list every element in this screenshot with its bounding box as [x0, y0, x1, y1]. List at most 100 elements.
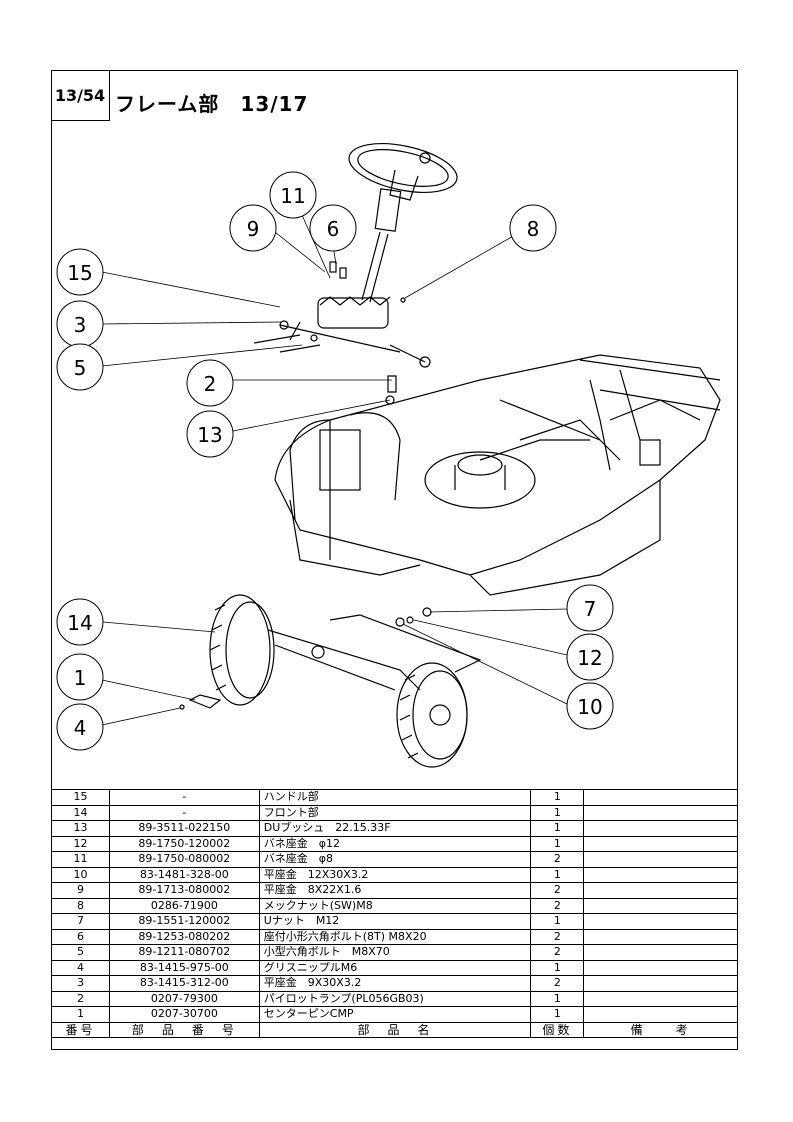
header-no: 番号 [51, 1021, 110, 1038]
svg-text:11: 11 [280, 184, 305, 208]
header-name: 部 品 名 [258, 1021, 532, 1038]
cell-name: 平座金 12X30X3.2 [258, 866, 532, 883]
cell-part-no: 89-1750-080002 [108, 851, 260, 868]
cell-qty: 2 [530, 944, 585, 961]
cell-remark [583, 928, 738, 945]
frame-illustration [274, 354, 721, 596]
callout-8: 8 [509, 204, 557, 252]
svg-text:14: 14 [67, 611, 92, 635]
cell-remark [583, 959, 738, 976]
svg-text:7: 7 [584, 597, 597, 621]
callout-2: 2 [186, 359, 234, 407]
svg-text:8: 8 [527, 217, 540, 241]
cell-remark [583, 804, 738, 821]
steering-wheel-illustration [348, 143, 458, 303]
cell-no: 3 [51, 975, 110, 992]
cell-part-no: 89-3511-022150 [108, 820, 260, 837]
cell-qty: 2 [530, 882, 585, 899]
cell-qty: 1 [530, 1006, 585, 1023]
cell-part-no: 89-1551-120002 [108, 913, 260, 930]
cell-qty: 1 [530, 913, 585, 930]
cell-name: メックナット(SW)M8 [258, 897, 532, 914]
callout-10: 10 [566, 682, 614, 730]
cell-remark [583, 990, 738, 1007]
cell-remark [583, 1006, 738, 1023]
callout-9: 9 [229, 204, 277, 252]
leader-lines [101, 214, 568, 726]
cell-no: 4 [51, 959, 110, 976]
parts-table-header: 番号 部 品 番 号 部 品 名 個数 備 考 [51, 1021, 738, 1038]
cell-no: 5 [51, 944, 110, 961]
cell-no: 8 [51, 897, 110, 914]
callout-3: 3 [56, 300, 104, 348]
svg-text:10: 10 [577, 695, 602, 719]
callout-1: 1 [56, 653, 104, 701]
callout-5: 5 [56, 343, 104, 391]
cell-remark [583, 897, 738, 914]
cell-qty: 2 [530, 928, 585, 945]
cell-remark [583, 975, 738, 992]
cell-part-no: - [108, 789, 260, 806]
cell-no: 15 [51, 789, 110, 806]
cell-remark [583, 866, 738, 883]
cell-name: パイロットランプ(PL056GB03) [258, 990, 532, 1007]
front-axle-illustration [179, 594, 482, 768]
callout-6: 6 [309, 204, 357, 252]
cell-name: フロント部 [258, 804, 532, 821]
cell-no: 12 [51, 835, 110, 852]
header-remark: 備 考 [583, 1021, 738, 1038]
cell-no: 7 [51, 913, 110, 930]
cell-qty: 1 [530, 866, 585, 883]
cell-part-no: 83-1481-328-00 [108, 866, 260, 883]
svg-text:1: 1 [74, 666, 87, 690]
parts-diagram: 15 3 5 9 11 6 8 2 13 14 1 4 7 12 10 [56, 143, 721, 768]
cell-part-no: 89-1211-080702 [108, 944, 260, 961]
cell-part-no: 89-1750-120002 [108, 835, 260, 852]
cell-qty: 2 [530, 975, 585, 992]
cell-name: Uナット M12 [258, 913, 532, 930]
cell-qty: 1 [530, 990, 585, 1007]
cell-no: 1 [51, 1006, 110, 1023]
cell-no: 13 [51, 820, 110, 837]
cell-part-no: 89-1713-080002 [108, 882, 260, 899]
header-part-no: 部 品 番 号 [108, 1021, 260, 1038]
steering-gear-illustration [253, 261, 431, 405]
cell-name: 小型六角ボルト M8X70 [258, 944, 532, 961]
cell-remark [583, 789, 738, 806]
cell-name: 平座金 9X30X3.2 [258, 975, 532, 992]
cell-remark [583, 835, 738, 852]
callout-12: 12 [566, 633, 614, 681]
cell-qty: 1 [530, 959, 585, 976]
cell-remark [583, 820, 738, 837]
cell-name: バネ座金 φ8 [258, 851, 532, 868]
cell-name: ハンドル部 [258, 789, 532, 806]
cell-part-no: 0207-30700 [108, 1006, 260, 1023]
cell-no: 2 [51, 990, 110, 1007]
svg-text:2: 2 [204, 372, 217, 396]
cell-no: 10 [51, 866, 110, 883]
cell-no: 6 [51, 928, 110, 945]
cell-no: 11 [51, 851, 110, 868]
cell-name: 座付小形六角ボルト(8T) M8X20 [258, 928, 532, 945]
page-title: フレーム部 13/17 [115, 92, 309, 116]
cell-qty: 1 [530, 835, 585, 852]
page-code: 13/54 [51, 70, 110, 121]
svg-text:5: 5 [74, 356, 87, 380]
cell-no: 9 [51, 882, 110, 899]
svg-text:13: 13 [197, 423, 222, 447]
cell-remark [583, 851, 738, 868]
